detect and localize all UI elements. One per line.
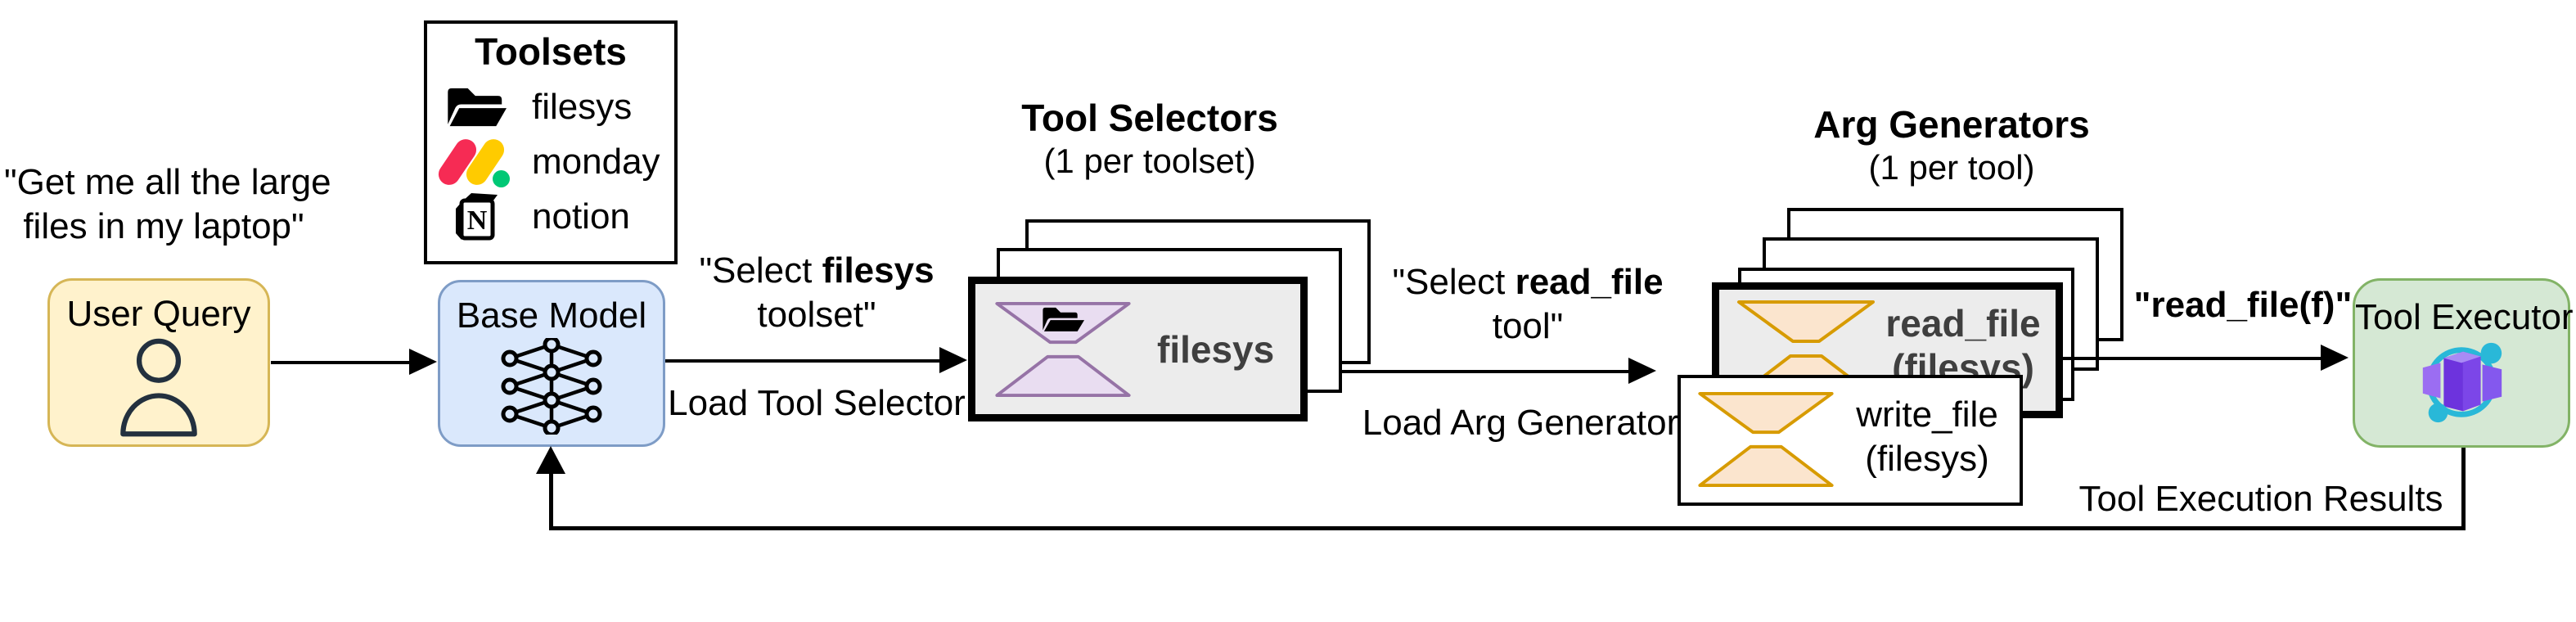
- quote-line-2: files in my laptop": [23, 206, 304, 246]
- toolset-item-notion: N notion: [427, 191, 674, 243]
- select-tool-line-2: tool": [1492, 306, 1564, 346]
- tool-call-label: "read_file(f)": [2133, 285, 2353, 325]
- user-query-quote: "Get me all the large files in my laptop…: [4, 160, 331, 249]
- tool-executor-node: Tool Executor: [2353, 278, 2574, 448]
- arrow-user-query-to-base-model: [271, 361, 412, 364]
- arrowhead-base-model-to-tool-selector: [939, 347, 967, 373]
- select-toolset-line-2: toolset": [757, 295, 876, 335]
- toolset-label-notion: notion: [532, 196, 630, 237]
- arg-generators-header: Arg Generators (1 per tool): [1804, 101, 2099, 188]
- person-icon: [50, 335, 268, 438]
- arrowhead-feedback-to-base-model: [536, 446, 565, 474]
- select-toolset-message: "Select filesys toolset": [687, 249, 946, 337]
- folder-open-icon: [442, 86, 511, 128]
- feedback-line-down: [2461, 448, 2466, 530]
- tool-selectors-subtitle: (1 per toolset): [1043, 142, 1256, 180]
- toolsets-legend: Toolsets filesys monday: [424, 20, 678, 264]
- svg-text:N: N: [467, 205, 488, 236]
- tool-selector-card-filesys: filesys: [968, 277, 1308, 421]
- select-tool-line-1: "Select read_file: [1392, 262, 1664, 302]
- load-tool-selector-label: Load Tool Selector: [668, 383, 966, 423]
- tool-execution-results-label: Tool Execution Results: [2078, 479, 2443, 519]
- container-cube-icon: [2355, 340, 2568, 425]
- notion-logo-icon: N: [442, 191, 511, 243]
- toolset-label-monday: monday: [532, 142, 660, 182]
- user-query-node: User Query: [47, 278, 270, 447]
- neural-network-icon: [440, 338, 663, 435]
- arrowhead-user-query-to-base-model: [409, 349, 437, 375]
- tool-selector-card-label: filesys: [1157, 327, 1275, 371]
- base-model-node: Base Model: [438, 280, 665, 447]
- base-model-label: Base Model: [456, 295, 647, 336]
- select-toolset-line-1: "Select filesys: [699, 250, 934, 291]
- load-arg-generator-label: Load Arg Generator: [1362, 403, 1679, 443]
- select-tool-message: "Select read_file tool": [1372, 260, 1683, 349]
- tool-selectors-title: Tool Selectors: [1021, 97, 1278, 139]
- arrowhead-arg-generator-to-tool-executor: [2321, 345, 2349, 371]
- arg-generator-card-write-file: write_file (filesys): [1678, 375, 2023, 506]
- funnel-hourglass-icon: [1694, 391, 1838, 488]
- arrow-base-model-to-tool-selector: [665, 359, 942, 363]
- tool-executor-label: Tool Executor: [2355, 297, 2574, 337]
- user-query-label: User Query: [66, 294, 251, 334]
- toolset-item-monday: monday: [427, 135, 674, 189]
- feedback-line-bottom: [549, 526, 2466, 530]
- arg-generators-subtitle: (1 per tool): [1868, 148, 2035, 187]
- toolset-label-filesys: filesys: [532, 87, 633, 127]
- arrow-arg-generator-to-tool-executor: [2060, 357, 2322, 360]
- arg-generators-title: Arg Generators: [1813, 103, 2090, 146]
- tool-selectors-header: Tool Selectors (1 per toolset): [1002, 95, 1297, 182]
- monday-logo-icon: [434, 135, 511, 189]
- arg-generator-write-file-label: write_file (filesys): [1856, 394, 1998, 479]
- quote-line-1: "Get me all the large: [4, 162, 331, 202]
- arrowhead-tool-selector-to-arg-generator: [1628, 358, 1656, 384]
- funnel-hourglass-folder-icon: [993, 301, 1133, 398]
- arrow-tool-selector-to-arg-generator: [1342, 370, 1630, 373]
- toolset-item-filesys: filesys: [427, 81, 674, 133]
- toolsets-title: Toolsets: [475, 30, 627, 73]
- feedback-line-up: [549, 472, 553, 530]
